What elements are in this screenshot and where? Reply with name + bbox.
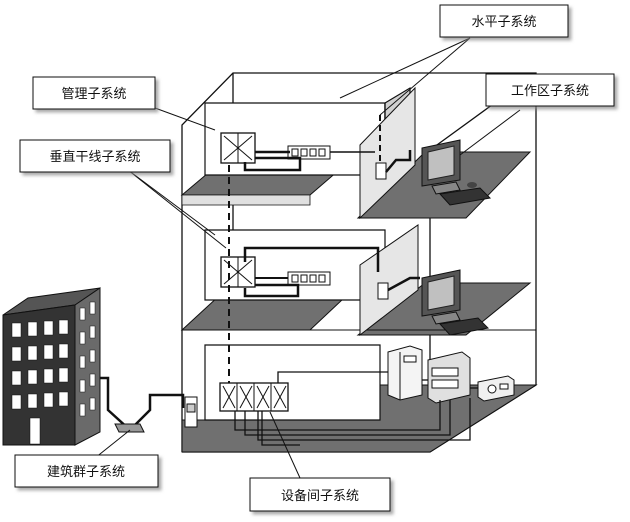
- distribution-frame-icon: [220, 132, 256, 164]
- computer-icon: [421, 139, 492, 206]
- callout-administration-label: 管理子系统: [61, 87, 126, 102]
- campus-cable: [96, 376, 185, 431]
- building-icon: [2, 287, 101, 446]
- patch-panel-icon: [287, 271, 331, 286]
- callout-work-area: 工作区子系统: [485, 73, 615, 107]
- computer-icon: [421, 269, 490, 336]
- patch-panel-icon: [287, 145, 331, 160]
- callout-horizontal-label: 水平子系统: [471, 15, 536, 30]
- distribution-frame-icon: [219, 382, 289, 412]
- cabinet-icon: [387, 345, 423, 401]
- callout-horizontal: 水平子系统: [439, 4, 569, 38]
- callout-administration: 管理子系统: [32, 76, 156, 110]
- callout-backbone: 垂直干线子系统: [19, 139, 171, 173]
- callout-backbone-label: 垂直干线子系统: [49, 150, 140, 165]
- floor-2-wall-right: [359, 224, 419, 337]
- callout-equipment-room: 设备间子系统: [249, 477, 391, 512]
- floor-3-wall-right: [359, 86, 416, 220]
- telephone-icon: [477, 375, 515, 402]
- patch-panel-icon: [427, 351, 471, 404]
- callout-leaders: [94, 37, 521, 479]
- callout-work-area-label: 工作区子系统: [511, 84, 589, 99]
- distribution-frame-icon: [220, 256, 256, 288]
- manhole-icon: [114, 423, 145, 433]
- callout-campus: 建筑群子系统: [14, 454, 159, 488]
- callout-campus-label: 建筑群子系统: [47, 464, 125, 480]
- callout-equipment-room-label: 设备间子系统: [281, 488, 359, 504]
